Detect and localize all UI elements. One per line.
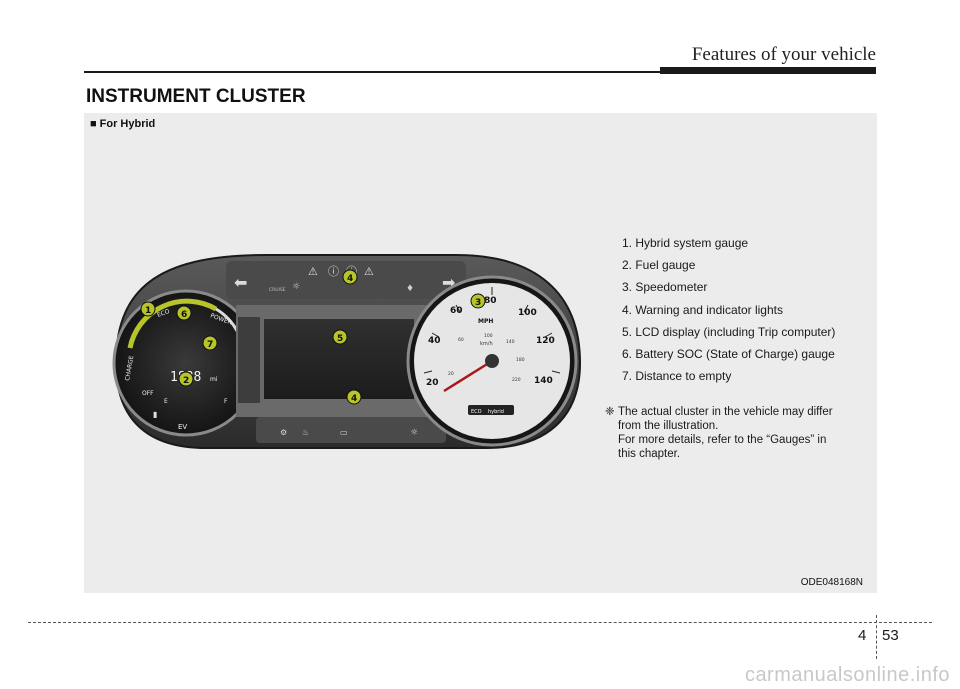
legend-item: 3. Speedometer xyxy=(622,276,872,298)
note-asterism-icon: ❈ xyxy=(605,405,618,419)
fuel-full-label: F xyxy=(224,398,228,405)
svg-text:2: 2 xyxy=(183,376,189,386)
speed-tick-100: 100 xyxy=(518,308,537,318)
panel-heading-label: For Hybrid xyxy=(100,118,156,130)
fuel-empty-label: E xyxy=(164,398,168,405)
kmh-unit-label: km/h xyxy=(480,341,493,347)
kmh-tick-140: 140 xyxy=(506,339,515,345)
illustration-panel: ■For Hybrid ⬅ ➡ ⚠ ⓘ ⓘ ⚠ CRUISE ☼ xyxy=(84,113,877,593)
seatbelt-icon: ♦ xyxy=(406,284,414,294)
legend-item: 2. Fuel gauge xyxy=(622,254,872,276)
speed-tick-140: 140 xyxy=(534,376,553,386)
left-arrow-icon: ⬅ xyxy=(234,273,247,292)
legend-item: 6. Battery SOC (State of Charge) gauge xyxy=(622,343,872,365)
lcd-left-panel xyxy=(238,317,260,403)
svg-text:5: 5 xyxy=(337,334,343,344)
svg-text:3: 3 xyxy=(475,298,481,308)
kmh-tick-20: 20 xyxy=(448,371,454,377)
header-rule-accent xyxy=(660,67,876,74)
note-line: this chapter. xyxy=(605,447,867,461)
kmh-tick-220: 220 xyxy=(512,377,521,383)
section-title: INSTRUMENT CLUSTER xyxy=(86,86,306,108)
chapter-number: 4 xyxy=(858,627,866,644)
warning-triangle-icon: ⚠ xyxy=(308,265,318,278)
legend-item: 4. Warning and indicator lights xyxy=(622,299,872,321)
needle-hub xyxy=(485,354,499,368)
watermark: carmanualsonline.info xyxy=(745,664,950,687)
svg-text:4: 4 xyxy=(347,274,353,284)
callout-4-bottom: 4 xyxy=(347,390,361,404)
speed-tick-60: 60 xyxy=(450,306,463,316)
legend-item: 5. LCD display (including Trip computer) xyxy=(622,321,872,343)
footer-rule xyxy=(28,622,932,623)
note-line: For more details, refer to the “Gauges” … xyxy=(605,433,867,447)
figure-reference-code: ODE048168N xyxy=(801,577,863,588)
illustration-note: ❈The actual cluster in the vehicle may d… xyxy=(605,405,867,461)
legend-item: 7. Distance to empty xyxy=(622,365,872,387)
master-warning-icon: ⚠ xyxy=(364,265,374,278)
speed-tick-80: 80 xyxy=(484,296,497,306)
instrument-cluster-illustration: ⬅ ➡ ⚠ ⓘ ⓘ ⚠ CRUISE ☼ ♦ ECO POWER CHARGE … xyxy=(106,243,582,453)
kmh-tick-100: 100 xyxy=(484,333,493,339)
square-bullet-icon: ■ xyxy=(90,118,97,130)
svg-text:6: 6 xyxy=(181,310,187,320)
svg-text:1: 1 xyxy=(145,306,151,316)
callout-6: 6 xyxy=(177,306,191,320)
ev-label: EV xyxy=(178,423,187,431)
odometer-unit: mi xyxy=(210,376,218,383)
temperature-icon: ♨ xyxy=(302,428,309,437)
speed-tick-20: 20 xyxy=(426,378,439,388)
engine-check-icon: ⚙ xyxy=(280,428,287,437)
note-line: The actual cluster in the vehicle may di… xyxy=(618,406,833,418)
light-indicator-icon: ☼ xyxy=(410,428,418,438)
callout-2: 2 xyxy=(179,372,193,386)
footer-divider xyxy=(876,615,877,659)
callout-3: 3 xyxy=(471,294,485,308)
mph-unit-label: MPH xyxy=(478,318,493,325)
callout-4-top: 4 xyxy=(343,270,357,284)
badge-eco-label: ECO xyxy=(471,409,482,415)
page-number: 53 xyxy=(882,627,899,644)
tire-pressure-icon: ⓘ xyxy=(328,265,339,278)
callout-7: 7 xyxy=(203,336,217,350)
callout-5: 5 xyxy=(333,330,347,344)
legend-item: 1. Hybrid system gauge xyxy=(622,232,872,254)
running-header-title: Features of your vehicle xyxy=(692,44,876,66)
off-label: OFF xyxy=(142,390,154,397)
note-line: from the illustration. xyxy=(605,419,867,433)
panel-heading: ■For Hybrid xyxy=(90,118,155,130)
cruise-indicator-label: CRUISE xyxy=(269,287,286,293)
fuel-pump-icon: ▮ xyxy=(153,410,157,419)
speed-tick-120: 120 xyxy=(536,336,555,346)
kmh-tick-180: 180 xyxy=(516,357,525,363)
callout-1: 1 xyxy=(141,302,155,316)
callout-legend: 1. Hybrid system gauge 2. Fuel gauge 3. … xyxy=(622,232,872,387)
svg-text:7: 7 xyxy=(207,340,213,350)
speed-tick-40: 40 xyxy=(428,336,441,346)
battery-icon: ▭ xyxy=(340,428,348,437)
headlight-icon: ☼ xyxy=(292,282,300,292)
badge-hybrid-label: hybrid xyxy=(488,409,504,415)
svg-text:4: 4 xyxy=(351,394,357,404)
kmh-tick-60: 60 xyxy=(458,337,464,343)
